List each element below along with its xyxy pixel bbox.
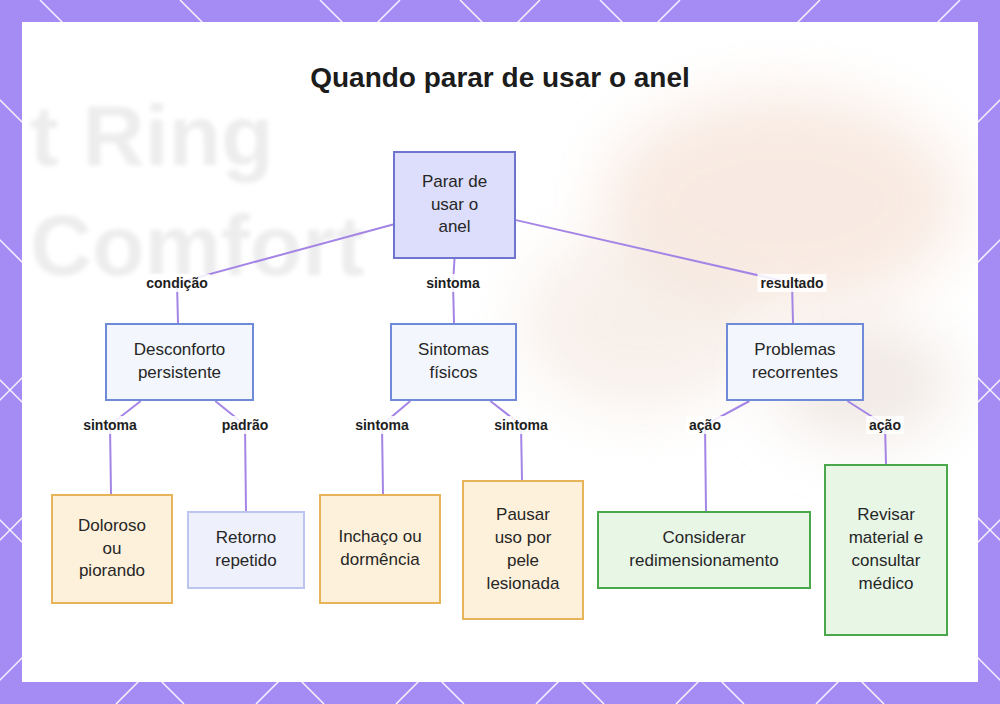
node-text: Desconforto persistente: [119, 339, 240, 385]
edge-label: ação: [686, 416, 724, 434]
node-text: Inchaço ou dormência: [335, 526, 425, 572]
diagram-title: Quando parar de usar o anel: [0, 62, 1000, 94]
symptom-box: Pausar uso por pele lesionada: [462, 480, 584, 620]
edge-label: resultado: [757, 274, 826, 292]
connector-line: [516, 220, 793, 323]
action-box: Revisar material e consultar médico: [824, 464, 948, 636]
connector-line: [490, 401, 522, 480]
node-text: Revisar material e consultar médico: [840, 504, 932, 596]
edge-label: sintoma: [352, 416, 412, 434]
node-text: Retorno repetido: [199, 527, 293, 573]
symptom-box: Inchaço ou dormência: [319, 494, 441, 604]
connector-line: [110, 401, 141, 494]
root-box: Parar de usar o anel: [393, 151, 516, 259]
node-text: Sintomas físicos: [404, 339, 503, 385]
edge-label: ação: [866, 416, 904, 434]
node-text: Problemas recorrentes: [740, 339, 850, 385]
edge-label: sintoma: [80, 416, 140, 434]
category-box: Sintomas físicos: [390, 323, 517, 401]
category-box: Problemas recorrentes: [726, 323, 864, 401]
symptom-box: Doloroso ou piorando: [51, 494, 173, 604]
watermark-text: t Ring: [30, 92, 274, 178]
edge-label: condição: [143, 274, 210, 292]
pattern-box: Retorno repetido: [187, 511, 305, 589]
node-text: Parar de usar o anel: [417, 171, 492, 240]
edge-label: padrão: [219, 416, 272, 434]
connector-line: [382, 401, 410, 494]
node-text: Doloroso ou piorando: [71, 515, 153, 584]
edge-label: sintoma: [491, 416, 551, 434]
action-box: Considerar redimensionamento: [597, 511, 811, 589]
node-text: Considerar redimensionamento: [609, 527, 799, 573]
edge-label: sintoma: [423, 274, 483, 292]
category-box: Desconforto persistente: [105, 323, 254, 401]
node-text: Pausar uso por pele lesionada: [486, 504, 560, 596]
